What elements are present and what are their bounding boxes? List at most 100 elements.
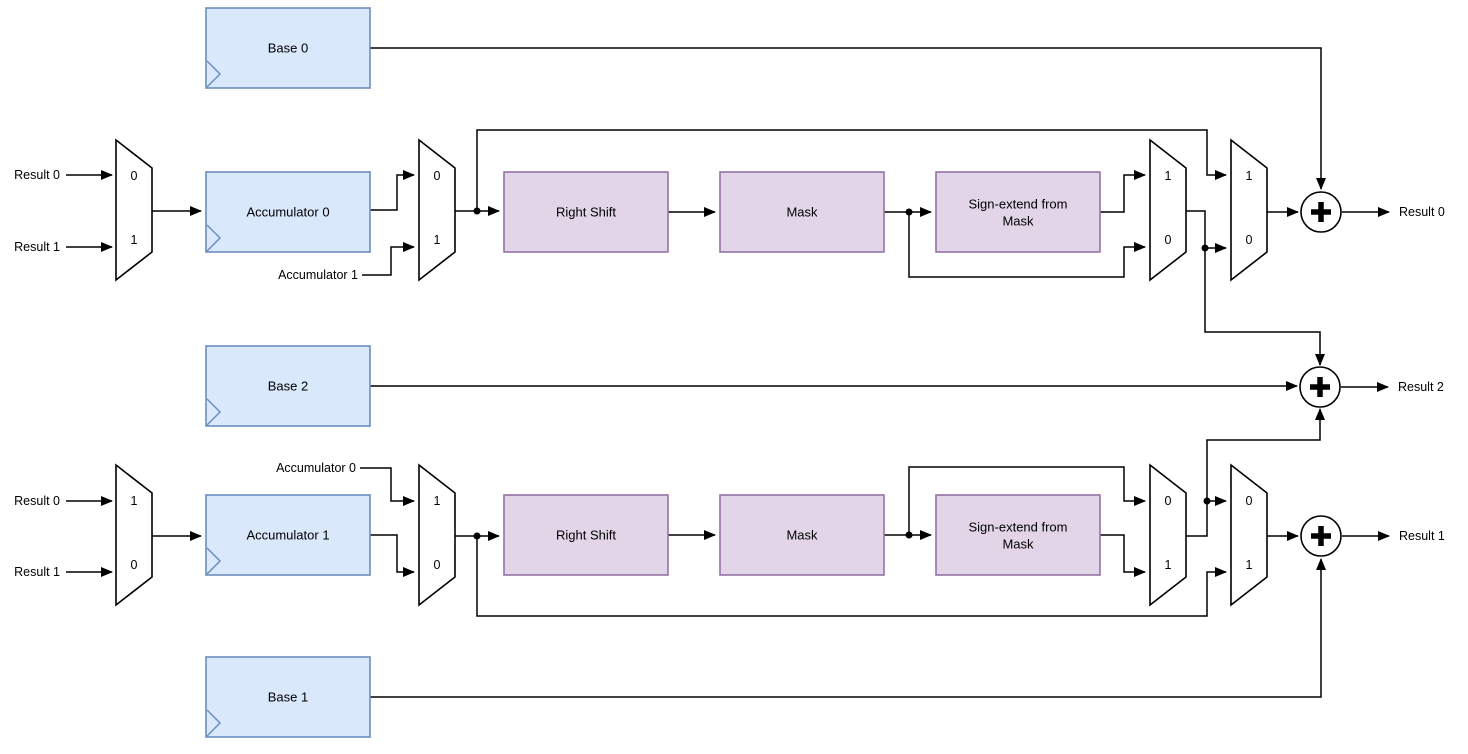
op-label: Mask: [786, 205, 818, 220]
op-box: [935, 494, 1101, 576]
io-labels: Result 0 Result 1 Accumulator 1 Result 0…: [14, 168, 1445, 579]
mux-port-label: 0: [1246, 233, 1253, 247]
label-top-input-result0: Result 0: [14, 168, 60, 182]
label-bottom-output-result1: Result 1: [1399, 529, 1445, 543]
register-label: Base 1: [268, 690, 308, 705]
op-label: Right Shift: [556, 205, 616, 220]
register-base-1: Base 1: [205, 656, 371, 738]
register-base-2: Base 2: [205, 345, 371, 427]
mux-shape: [115, 138, 153, 282]
label-top-output-result0: Result 0: [1399, 205, 1445, 219]
wire-signextend-to-muxc: [1100, 534, 1146, 577]
mux-bottom-select-c: 0 1: [1149, 463, 1187, 607]
register-accumulator-1: Accumulator 1: [205, 494, 371, 576]
op-label: Right Shift: [556, 528, 616, 543]
junction-dot: [905, 531, 913, 539]
op-label-line1: Sign-extend from: [969, 520, 1068, 535]
op-right-shift-bottom: Right Shift: [503, 494, 669, 576]
wire-base0-to-adder1: [370, 47, 1326, 190]
plus-icon: [1311, 526, 1331, 546]
register-box: [205, 171, 371, 253]
junction-dot: [473, 532, 481, 540]
wire-base1-to-adder3: [370, 558, 1326, 698]
label-mid-output-result2: Result 2: [1398, 380, 1444, 394]
register-box: [205, 345, 371, 427]
wire-muxa-to-muxb: [1186, 210, 1227, 253]
clock-chevron-icon: [206, 547, 222, 575]
adder-result-2: [1299, 366, 1341, 408]
mux-top-select-a: 1 0: [1149, 138, 1187, 282]
wire-acc1-to-mux4: [370, 534, 415, 577]
mux-bottom-acc: 1 0: [418, 463, 456, 607]
wire-acc-bypass-top: [476, 129, 1227, 211]
adder-result-0: [1300, 191, 1342, 233]
op-label-line2: Mask: [1002, 214, 1034, 229]
junction-dot: [1201, 244, 1209, 252]
mux-shape: [418, 463, 456, 607]
op-box: [719, 494, 885, 576]
mux-bottom-input: 1 0: [115, 463, 153, 607]
clock-chevron-icon: [206, 60, 222, 88]
register-label: Accumulator 1: [246, 528, 329, 543]
mux-port-label: 1: [131, 233, 138, 247]
mux-port-label: 1: [434, 233, 441, 247]
op-box: [503, 494, 669, 576]
mux-shape: [1230, 463, 1268, 607]
mux-shape: [1149, 138, 1187, 282]
mux-port-label: 0: [1165, 494, 1172, 508]
mux-port-label: 0: [434, 169, 441, 183]
register-label: Accumulator 0: [246, 205, 329, 220]
mux-top-input: 0 1: [115, 138, 153, 282]
mux-shape: [115, 463, 153, 607]
wires: [66, 47, 1390, 698]
op-sign-extend-top: Sign-extend from Mask: [935, 171, 1101, 253]
register-label: Base 2: [268, 379, 308, 394]
clock-chevron-icon: [206, 224, 222, 252]
mux-bottom-select-d: 0 1: [1230, 463, 1268, 607]
junction-dot: [473, 207, 481, 215]
register-box: [205, 7, 371, 89]
wire-mask-bypass-top: [908, 212, 1146, 278]
mux-shape: [1149, 463, 1187, 607]
wire-signextend-to-muxa: [1100, 170, 1146, 213]
wire-acc1feed-to-mux2: [362, 242, 415, 276]
plus-icon: [1311, 202, 1331, 222]
op-sign-extend-bottom: Sign-extend from Mask: [935, 494, 1101, 576]
junction-dot: [1203, 497, 1211, 505]
mux-port-label: 0: [131, 558, 138, 572]
clock-chevron-icon: [206, 709, 222, 737]
wire-muxc-to-adder2: [1206, 408, 1325, 501]
op-label: Mask: [786, 528, 818, 543]
mux-top-acc: 0 1: [418, 138, 456, 282]
mux-shape: [418, 138, 456, 282]
mux-port-label: 0: [1165, 233, 1172, 247]
wire-acc0-to-mux2: [370, 170, 415, 211]
op-box: [503, 171, 669, 253]
op-mask-top: Mask: [719, 171, 885, 253]
op-mask-bottom: Mask: [719, 494, 885, 576]
junction-dot: [905, 208, 913, 216]
label-top-input-result1: Result 1: [14, 240, 60, 254]
wire-acc-bypass-bottom: [476, 536, 1227, 617]
register-box: [205, 656, 371, 738]
op-label-line1: Sign-extend from: [969, 197, 1068, 212]
register-base-0: Base 0: [205, 7, 371, 89]
wire-acc0feed-to-mux4: [360, 467, 415, 506]
label-bottom-input-result1: Result 1: [14, 565, 60, 579]
wire-mask-bypass-bottom: [908, 466, 1146, 535]
op-box: [935, 171, 1101, 253]
label-bottom-input-result0: Result 0: [14, 494, 60, 508]
op-label-line2: Mask: [1002, 537, 1034, 552]
mux-port-label: 1: [131, 494, 138, 508]
mux-port-label: 0: [1246, 494, 1253, 508]
wire-muxc-to-muxd: [1186, 496, 1227, 537]
label-top-acc-feed: Accumulator 1: [278, 268, 358, 282]
label-bottom-acc-feed: Accumulator 0: [276, 461, 356, 475]
clock-chevron-icon: [206, 398, 222, 426]
op-box: [719, 171, 885, 253]
wire-muxa-to-adder2: [1204, 248, 1325, 366]
mux-top-select-b: 1 0: [1230, 138, 1268, 282]
plus-icon: [1310, 377, 1330, 397]
